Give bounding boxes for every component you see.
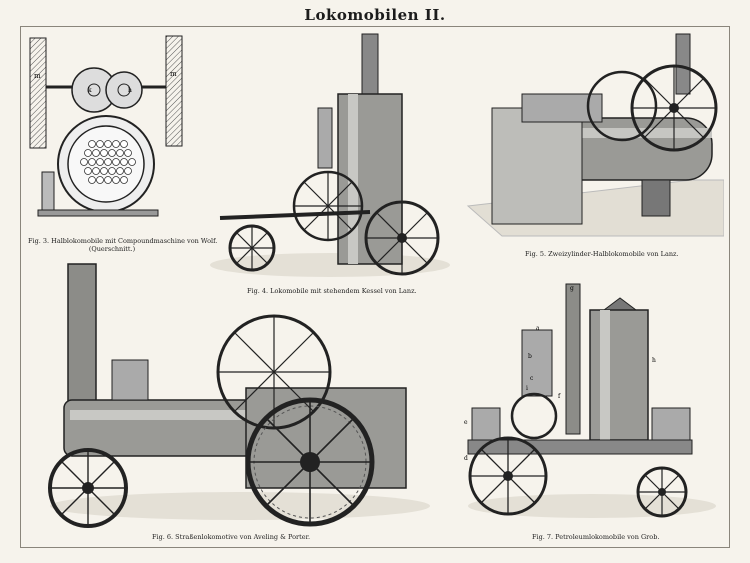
- fig3-label-m-left: m: [34, 72, 41, 80]
- figure-6-caption: Fig. 6. Straßenlokomotive von Aveling & …: [152, 533, 311, 541]
- fig7-label-g: g: [570, 285, 574, 292]
- fig3-label-k: k: [88, 87, 92, 94]
- figure-7-illustration: a b c d e f g h i: [462, 280, 724, 526]
- figure-4-caption: Fig. 4. Lokomobile mit stehendem Kessel …: [247, 287, 417, 295]
- plate-border: [20, 26, 730, 548]
- fig7-label-i: i: [526, 385, 528, 392]
- figure-7-caption: Fig. 7. Petroleumlokomobile von Grob.: [532, 533, 660, 541]
- fig7-label-c: c: [530, 375, 534, 382]
- figure-3-caption: Fig. 3. Halblokomobile mit Compoundmasch…: [28, 237, 218, 253]
- figure-5-caption: Fig. 5. Zweizylinder-Halblokomobile von …: [525, 250, 679, 258]
- fig7-label-a: a: [536, 325, 540, 332]
- fig7-label-e: e: [464, 419, 468, 426]
- fig3-label-h: h: [128, 87, 132, 94]
- fig7-label-h: h: [652, 357, 656, 364]
- fig7-label-b: b: [528, 353, 532, 360]
- figure-6-illustration: [30, 260, 430, 530]
- fig3-label-m-right: m: [170, 70, 177, 78]
- figure-5-illustration: [462, 30, 724, 244]
- figure-3-caption-line2: (Querschnitt.): [88, 245, 136, 253]
- plate-title: Lokomobilen II.: [304, 6, 446, 24]
- figure-3-caption-line1: Fig. 3. Halblokomobile mit Compoundmasch…: [28, 237, 218, 245]
- fig7-label-f: f: [558, 393, 561, 400]
- fig7-label-d: d: [464, 455, 468, 462]
- figure-3-illustration: m m k h: [24, 32, 194, 222]
- figure-4-illustration: [200, 30, 450, 280]
